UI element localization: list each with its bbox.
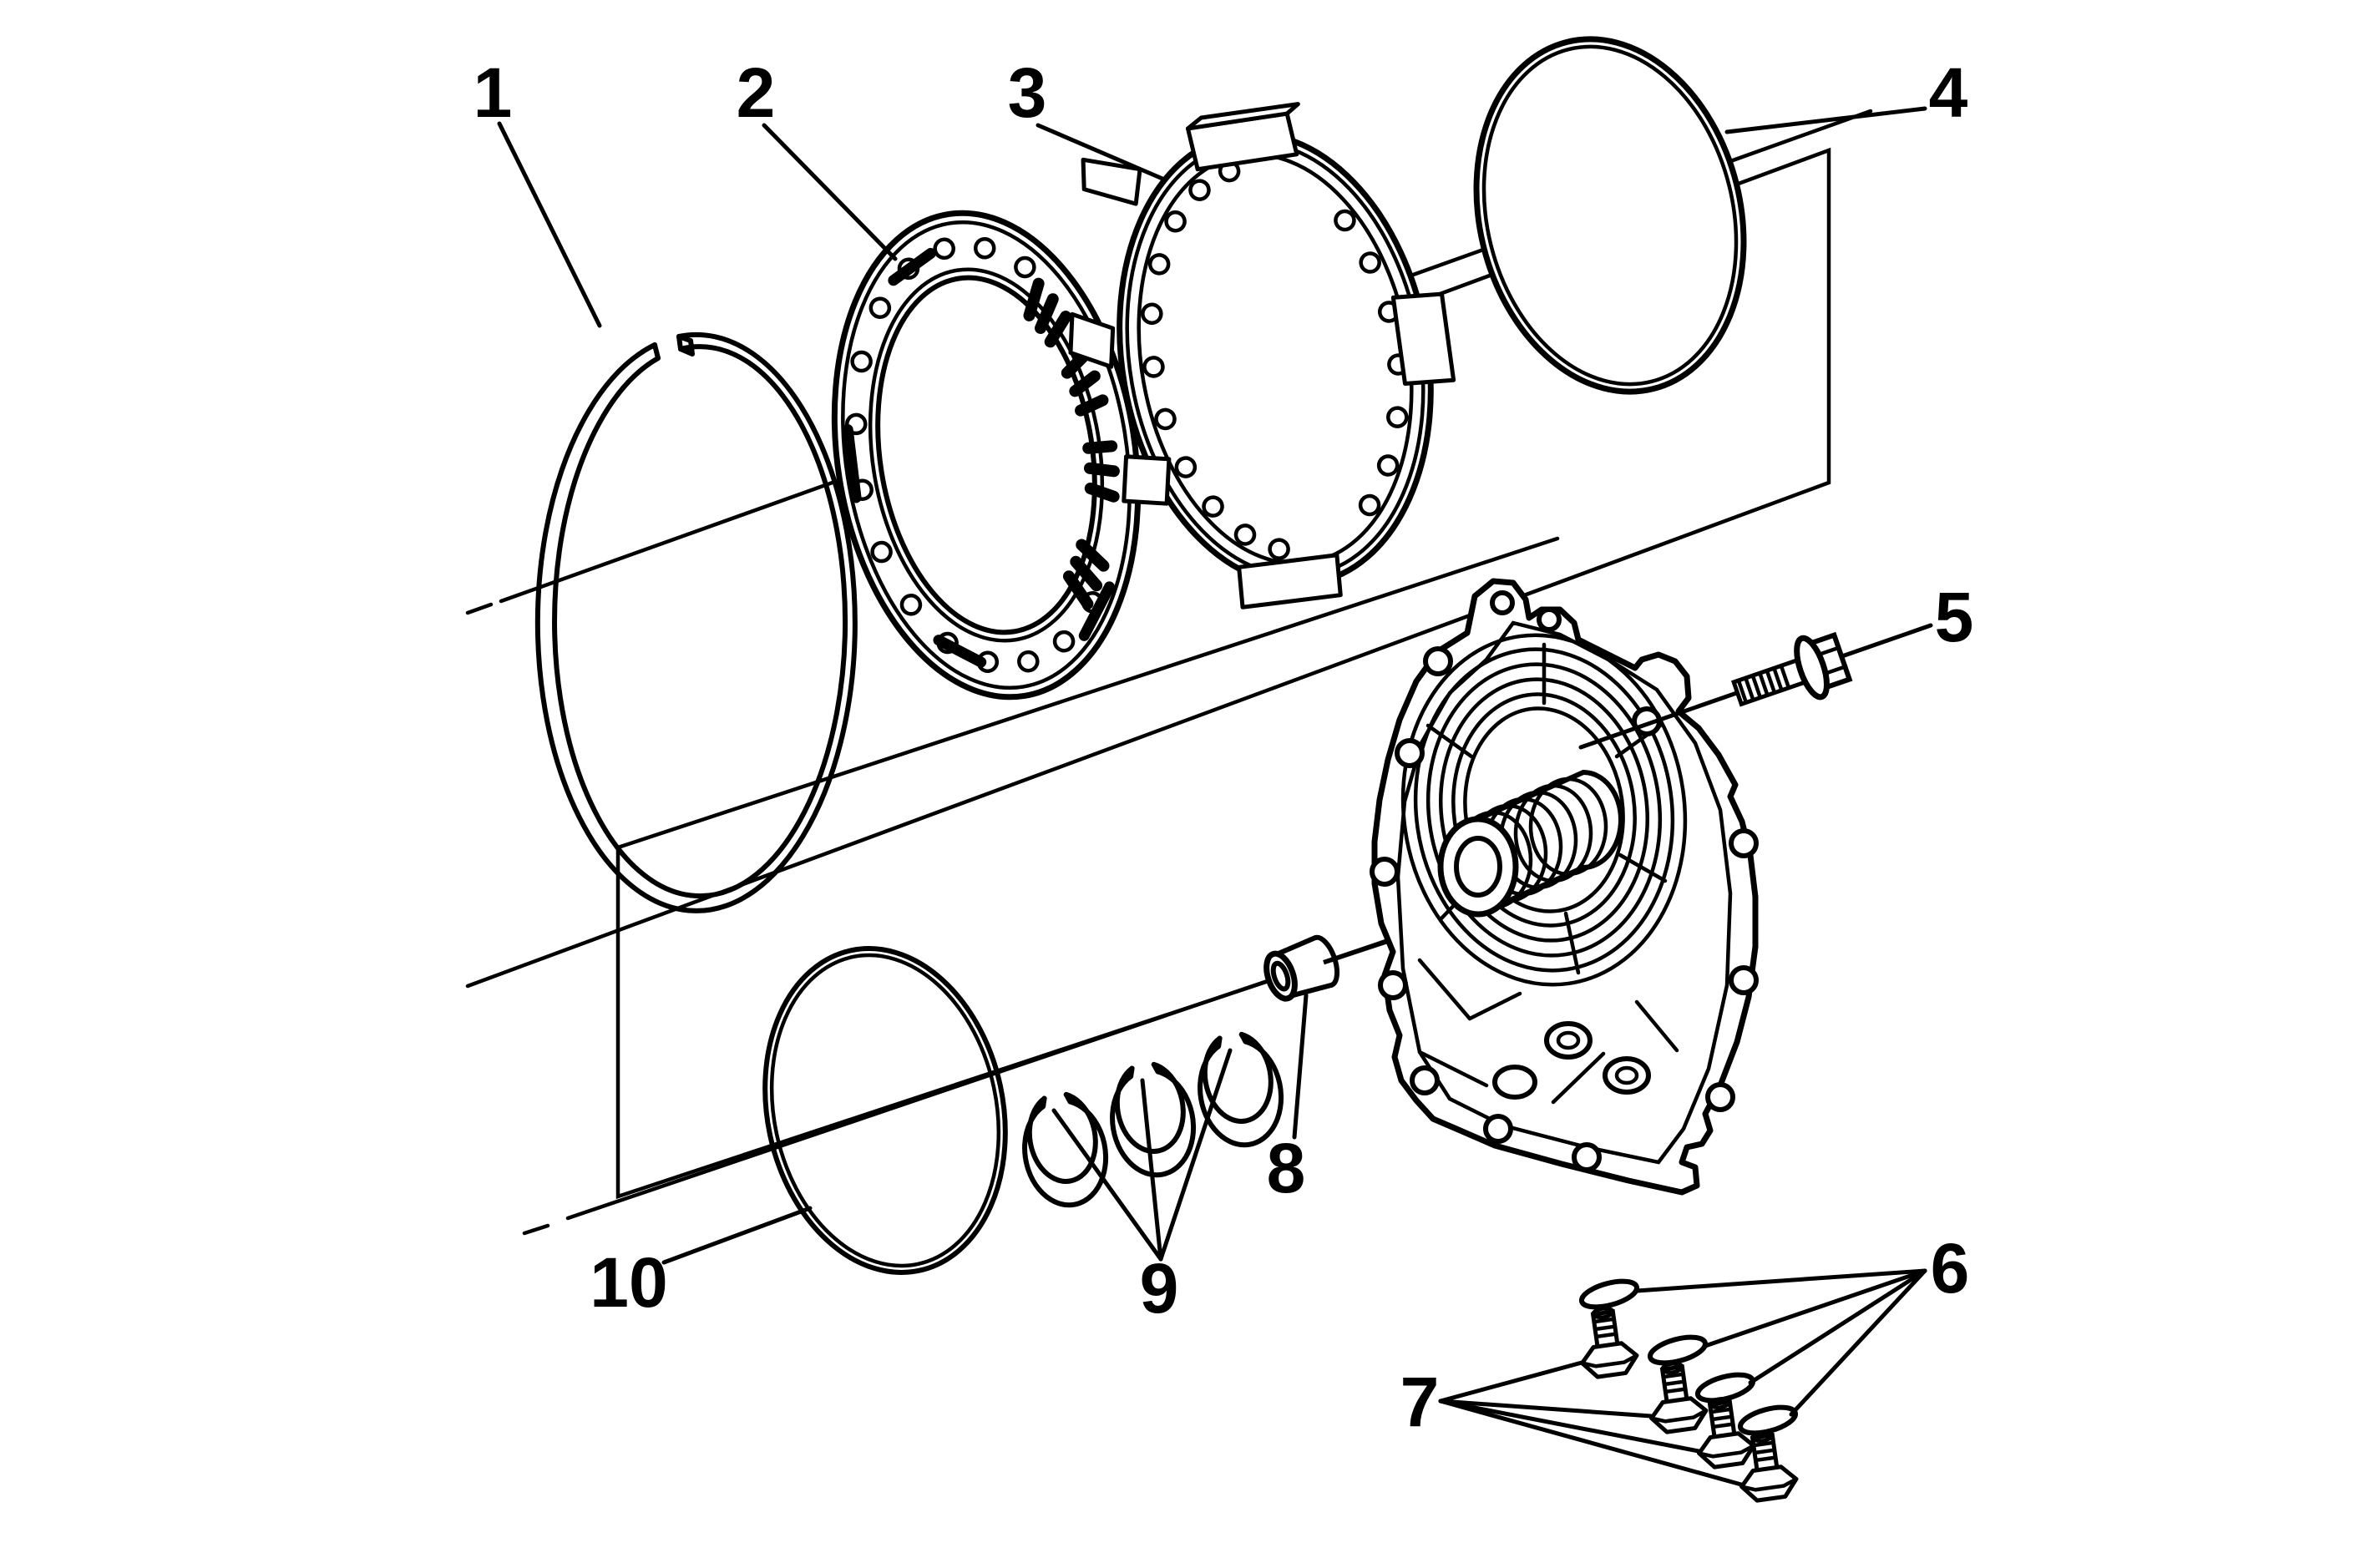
part-bolts: [1580, 1307, 1799, 1503]
leader-8: [1292, 993, 1309, 1140]
retainer-pads: [1068, 102, 1456, 610]
part-o-ring: [1473, 36, 1747, 395]
part-bushing: [1263, 934, 1340, 1002]
part-snap-ring: [534, 331, 858, 913]
pump-cover-housing: [1370, 578, 1759, 1196]
part-bolt: [1730, 631, 1853, 707]
seal-ring-2: [1110, 1061, 1197, 1178]
housing-web-detail: [1417, 958, 1679, 1105]
callout-numbers: 1 2 3 4 5 6 7 8 9 10: [473, 53, 1974, 1441]
part-clutch-spring-plate: [831, 210, 1142, 701]
callout-2-label: 2: [737, 53, 776, 132]
housing-gasket-line: [1395, 620, 1733, 1165]
callout-8-label: 8: [1267, 1129, 1306, 1207]
callout-10-label: 10: [590, 1243, 667, 1322]
callout-4-label: 4: [1929, 53, 1968, 132]
part-seal-rings: [1022, 1031, 1284, 1208]
callout-5-label: 5: [1935, 578, 1974, 656]
leader-lines: [497, 106, 1927, 1487]
callout-7-label: 7: [1400, 1363, 1440, 1441]
leader-1: [497, 121, 602, 328]
washer-1: [1578, 1278, 1640, 1310]
leader-3: [1036, 123, 1165, 181]
leader-2: [762, 123, 898, 261]
leader-7-fan: [1438, 1360, 1744, 1487]
retainer-springs: [1141, 159, 1410, 560]
callout-6-label: 6: [1931, 1229, 1970, 1308]
leader-9-fan: [1051, 1048, 1233, 1262]
leader-6-fan: [1634, 1268, 1927, 1417]
callout-9-label: 9: [1140, 1249, 1179, 1328]
callout-3-label: 3: [1008, 53, 1047, 132]
plate-slots: [842, 247, 1116, 668]
part-spring-retainer-ring: [1068, 102, 1456, 610]
pump-bore-rings: [1400, 633, 1688, 987]
small-bolt-4: [1739, 1430, 1799, 1503]
washer-2: [1647, 1334, 1709, 1366]
seal-ring-1: [1022, 1091, 1109, 1208]
lower-centerline: [522, 885, 1546, 1236]
leader-10: [661, 1206, 813, 1265]
seal-ring-3: [1198, 1031, 1284, 1148]
leader-4: [1724, 106, 1927, 134]
callout-1-label: 1: [473, 53, 513, 132]
small-bolt-1: [1580, 1307, 1639, 1379]
housing-hub: [1437, 769, 1623, 918]
small-bolt-2: [1649, 1362, 1709, 1434]
housing-bolt-holes: [1370, 590, 1759, 1172]
